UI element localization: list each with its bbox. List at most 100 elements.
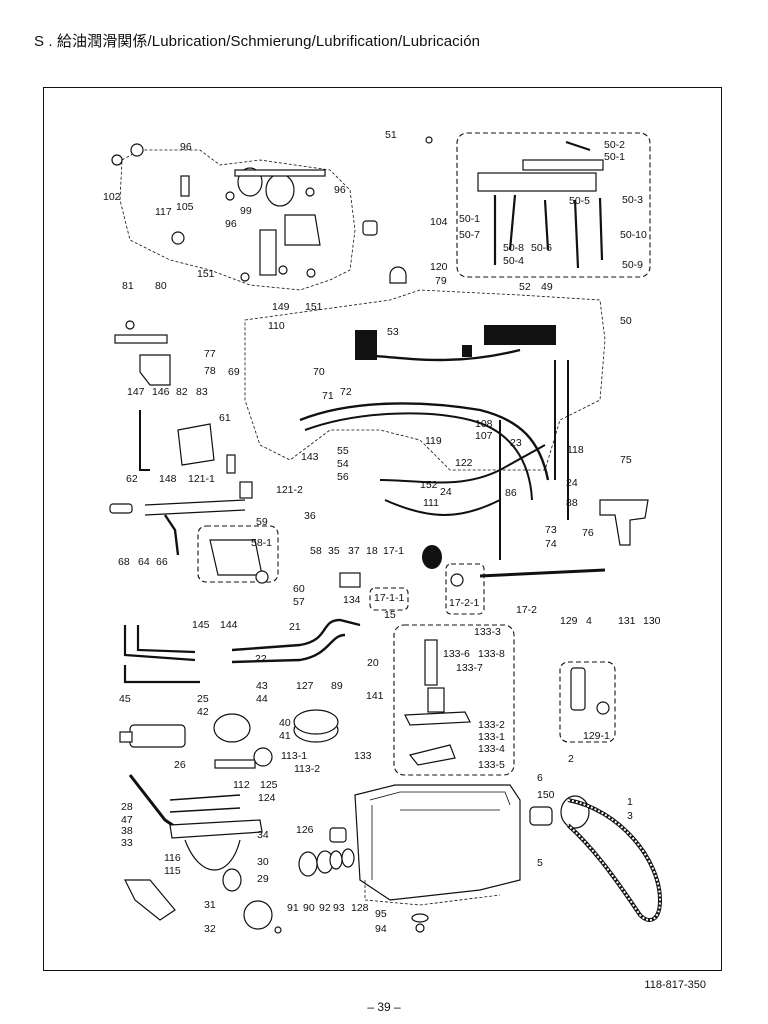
- callout-45: 45: [119, 693, 131, 705]
- callout-108: 108: [475, 418, 493, 430]
- callout-151: 151: [305, 301, 323, 313]
- document-number: 118-817-350: [644, 979, 706, 991]
- callout-50-4: 50-4: [503, 255, 524, 267]
- callout-57: 57: [293, 596, 305, 608]
- callout-91: 91: [287, 902, 299, 914]
- group-box-50: [456, 132, 651, 278]
- machine-outline: [119, 149, 606, 471]
- callout-6: 6: [537, 772, 543, 784]
- callout-50-10: 50-10: [620, 229, 647, 241]
- callout-133-1: 133-1: [478, 731, 505, 743]
- callout-128: 128: [351, 902, 369, 914]
- callout-17-1: 17-1: [383, 545, 404, 557]
- callout-96: 96: [180, 141, 192, 153]
- callout-50-7: 50-7: [459, 229, 480, 241]
- callout-62: 62: [126, 473, 138, 485]
- callout-121-1: 121-1: [188, 473, 215, 485]
- callout-37: 37: [348, 545, 360, 557]
- callout-43: 43: [256, 680, 268, 692]
- callout-130: 130: [643, 615, 661, 627]
- callout-116: 116: [164, 852, 181, 864]
- callout-53: 53: [387, 326, 399, 338]
- callout-96: 96: [225, 218, 237, 230]
- callout-151: 151: [197, 268, 215, 280]
- group-box-133: [393, 624, 515, 776]
- callout-41: 41: [279, 730, 291, 742]
- callout-24: 24: [440, 486, 452, 498]
- callout-2: 2: [568, 753, 574, 765]
- callout-50-1: 50-1: [459, 213, 480, 225]
- group-box-17-2: [445, 563, 485, 615]
- callout-33: 33: [121, 837, 133, 849]
- callout-95: 95: [375, 908, 387, 920]
- callout-89: 89: [331, 680, 343, 692]
- callout-50: 50: [620, 315, 632, 327]
- callout-17-2: 17-2: [516, 604, 537, 616]
- callout-17-2-1: 17-2-1: [449, 597, 480, 609]
- callout-61: 61: [219, 412, 231, 424]
- callout-115: 115: [164, 865, 181, 877]
- callout-74: 74: [545, 538, 557, 550]
- callout-17-1-1: 17-1-1: [374, 592, 405, 604]
- callout-126: 126: [296, 824, 314, 836]
- page-title: S . 給油潤滑関係/Lubrication/Schmierung/Lubrif…: [34, 33, 481, 50]
- callout-133-7: 133-7: [456, 662, 483, 674]
- callout-73: 73: [545, 524, 557, 536]
- callout-18: 18: [366, 545, 378, 557]
- callout-99: 99: [240, 205, 252, 217]
- callout-93: 93: [333, 902, 345, 914]
- callout-96: 96: [334, 184, 346, 196]
- callout-148: 148: [159, 473, 177, 485]
- callout-70: 70: [313, 366, 325, 378]
- callout-34: 34: [257, 829, 269, 841]
- callout-81: 81: [122, 280, 134, 292]
- callout-66: 66: [156, 556, 168, 568]
- callout-76: 76: [582, 527, 594, 539]
- callout-47: 47: [121, 814, 133, 826]
- part-shapes: [109, 136, 663, 934]
- callout-145: 145: [192, 619, 210, 631]
- callout-55: 55: [337, 445, 349, 457]
- callout-24: 24: [566, 477, 578, 489]
- callout-133-6: 133-6: [443, 648, 470, 660]
- callout-120: 120: [430, 261, 448, 273]
- callout-133-8: 133-8: [478, 648, 505, 660]
- callout-129-1: 129-1: [583, 730, 610, 742]
- callout-129: 129: [560, 615, 578, 627]
- callout-112: 112: [233, 779, 250, 791]
- callout-64: 64: [138, 556, 150, 568]
- callout-105: 105: [176, 201, 194, 213]
- callout-133: 133: [354, 750, 372, 762]
- callout-119: 119: [425, 435, 442, 447]
- callout-150: 150: [537, 789, 555, 801]
- callout-152: 152: [420, 479, 438, 491]
- callout-94: 94: [375, 923, 387, 935]
- callout-56: 56: [337, 471, 349, 483]
- callout-117: 117: [155, 206, 172, 218]
- callout-50-5: 50-5: [569, 195, 590, 207]
- callout-83: 83: [196, 386, 208, 398]
- callout-146: 146: [152, 386, 170, 398]
- callout-113-1: 113-1: [281, 750, 307, 762]
- callout-50-6: 50-6: [531, 242, 552, 254]
- callout-29: 29: [257, 873, 269, 885]
- callout-31: 31: [204, 899, 216, 911]
- callout-15: 15: [384, 609, 396, 621]
- callout-77: 77: [204, 348, 216, 360]
- callout-71: 71: [322, 390, 334, 402]
- callout-88: 88: [566, 497, 578, 509]
- callout-134: 134: [343, 594, 361, 606]
- assembly-group-boxes: [197, 132, 651, 776]
- callout-133-2: 133-2: [478, 719, 505, 731]
- callout-36: 36: [304, 510, 316, 522]
- callout-50-9: 50-9: [622, 259, 643, 271]
- callout-25: 25: [197, 693, 209, 705]
- callout-141: 141: [366, 690, 384, 702]
- callout-111: 111: [423, 497, 439, 509]
- callout-80: 80: [155, 280, 167, 292]
- callout-131: 131: [618, 615, 636, 627]
- callout-59: 59: [256, 516, 268, 528]
- callout-52: 52: [519, 281, 531, 293]
- callout-79: 79: [435, 275, 447, 287]
